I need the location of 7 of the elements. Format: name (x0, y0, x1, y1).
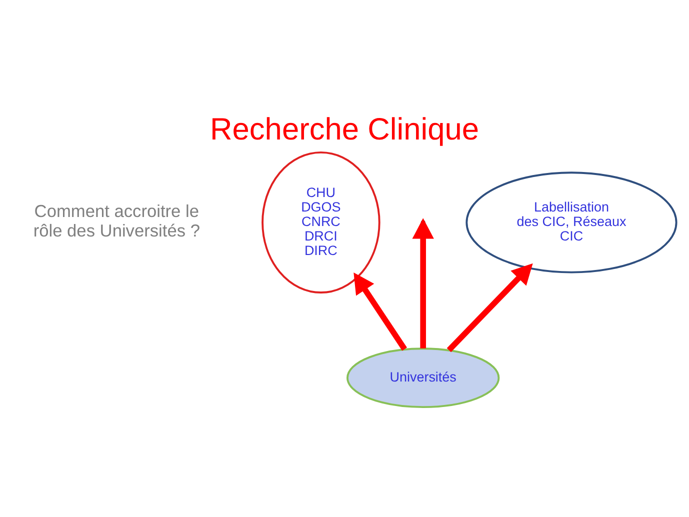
node-ellipse: Universités (346, 347, 500, 408)
diagram-title: Recherche Clinique (210, 110, 480, 146)
node-ellipse: Labellisation des CIC, Réseaux CIC (466, 171, 678, 273)
arrow (446, 262, 533, 352)
label: Comment accroitre le rôle des Universités ? (33, 200, 200, 240)
node-ellipse: CHU DGOS CNRC DRCI DIRC (262, 151, 380, 293)
arrow (354, 272, 407, 350)
